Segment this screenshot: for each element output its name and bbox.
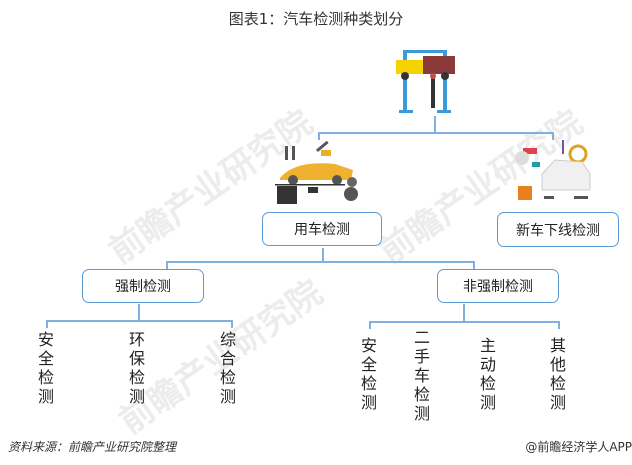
- connector-line: [552, 132, 554, 140]
- leaf-emission-inspection: 环保检测: [128, 330, 145, 406]
- node-non-mandatory-inspection: 非强制检测: [437, 269, 559, 303]
- connector-line: [46, 320, 48, 328]
- connector-line: [369, 321, 371, 329]
- connector-line: [318, 132, 320, 140]
- node-mandatory-inspection: 强制检测: [82, 269, 204, 303]
- connector-line: [46, 320, 232, 322]
- connector-line: [473, 261, 475, 269]
- connector-line: [369, 321, 559, 323]
- source-note: 资料来源：前瞻产业研究院整理: [8, 440, 177, 454]
- node-used-car-inspection: 用车检测: [262, 212, 382, 246]
- leaf-used-car-inspection: 二手车检测: [413, 328, 430, 423]
- connector-line: [231, 320, 233, 328]
- new-car-illustration: [515, 140, 591, 200]
- node-new-car-offline-inspection: 新车下线检测: [497, 212, 619, 247]
- leaf-safety-inspection-2: 安全检测: [360, 336, 377, 412]
- used-car-illustration: [275, 140, 358, 204]
- connector-line: [434, 116, 436, 132]
- leaf-safety-inspection: 安全检测: [37, 330, 54, 406]
- connector-line: [322, 248, 324, 261]
- diagram-title: 图表1：汽车检测种类划分: [228, 10, 404, 28]
- connector-line: [318, 132, 553, 134]
- connector-line: [463, 304, 465, 321]
- connector-line: [166, 261, 168, 269]
- leaf-active-inspection: 主动检测: [479, 336, 496, 412]
- car-lift-illustration: [396, 50, 455, 113]
- leaf-other-inspection: 其他检测: [549, 336, 566, 412]
- brand-credit: @前瞻经济学人APP: [525, 440, 632, 454]
- connector-line: [166, 261, 474, 263]
- leaf-comprehensive-inspection: 综合检测: [219, 330, 236, 406]
- connector-line: [558, 321, 560, 329]
- connector-line: [138, 304, 140, 320]
